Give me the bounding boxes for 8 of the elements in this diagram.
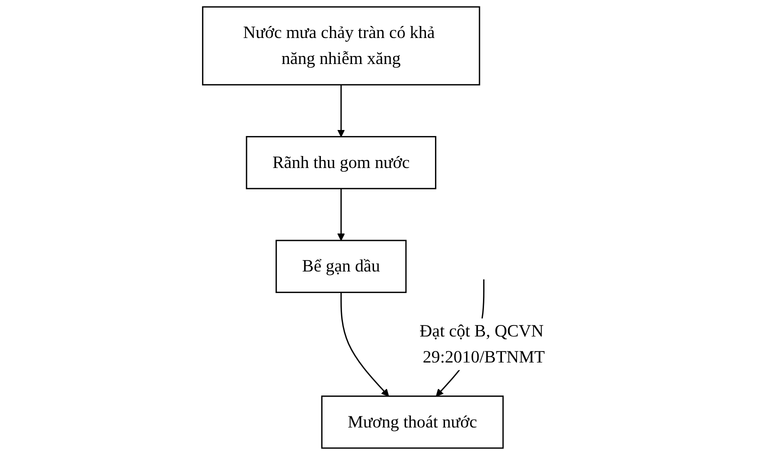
- node-box: Rãnh thu gom nước: [246, 136, 436, 190]
- node-box: Mương thoát nước: [321, 396, 504, 449]
- node-box: Bể gạn dầu: [276, 240, 407, 294]
- edge-label: Đạt cột B, QCVN 29:2010/BTNMT: [420, 322, 545, 367]
- arrow: [337, 188, 345, 241]
- arrow: [340, 292, 389, 397]
- node-box: Nước mưa chảy tràn có khả năng nhiễm xăng: [202, 6, 480, 86]
- arrow: [337, 84, 345, 138]
